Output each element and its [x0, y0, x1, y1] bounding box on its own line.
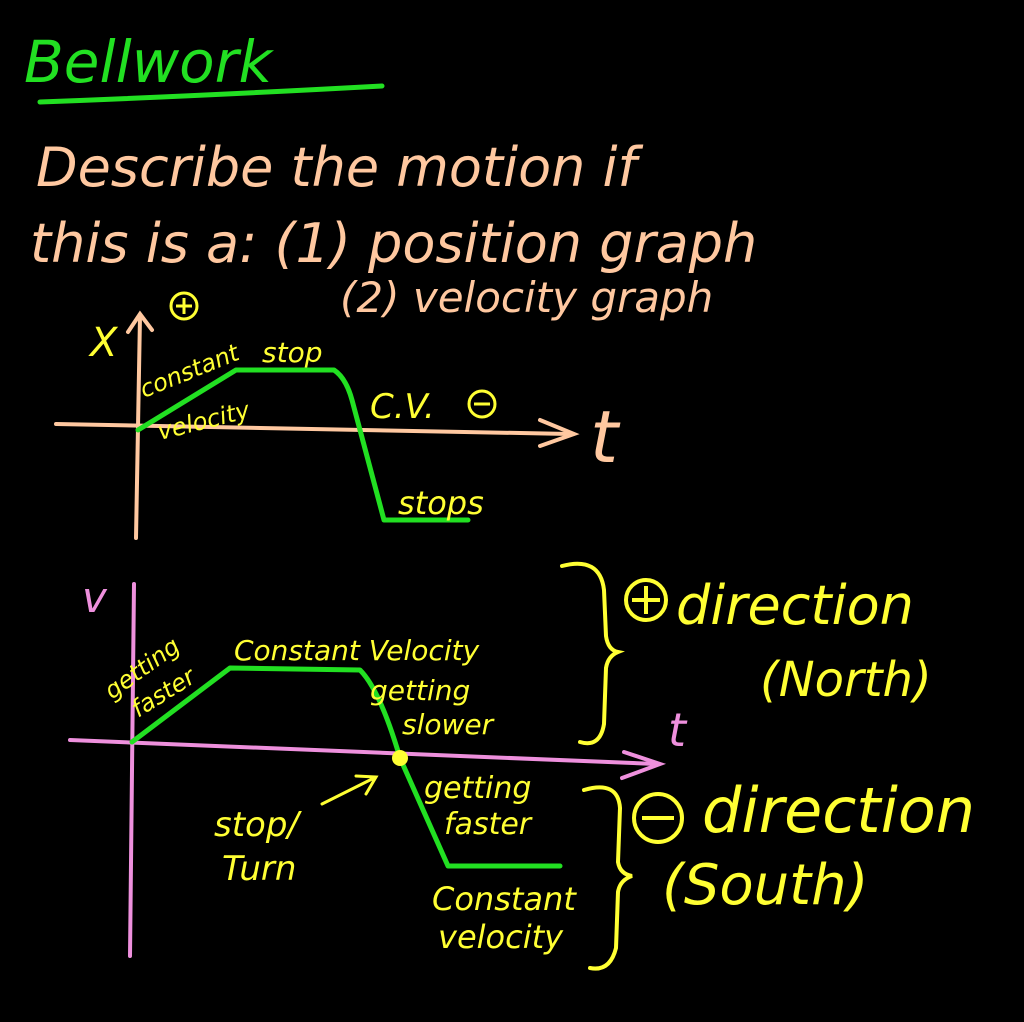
- position-positive-sign: [169, 291, 199, 321]
- position-curve: [135, 367, 471, 523]
- position-label-stops: stops: [398, 484, 484, 522]
- question-line-3: (2) velocity graph: [340, 273, 713, 322]
- velocity-label-slower: slower: [402, 708, 495, 741]
- position-x-axis-label: t: [590, 395, 621, 479]
- position-graph: t X constant velocity stop C.V. stops: [54, 291, 621, 540]
- positive-brace: [560, 561, 625, 746]
- velocity-graph: v t getting faster Constant Velocity get…: [68, 573, 688, 958]
- title-underline: [37, 83, 385, 105]
- velocity-label-getting-3: getting: [424, 771, 531, 806]
- positive-direction-sub: (North): [760, 652, 932, 708]
- positive-direction-label: direction: [676, 574, 914, 637]
- velocity-x-arrowhead: [620, 750, 667, 780]
- negative-direction-note: direction (South): [632, 774, 975, 918]
- position-x-arrowhead: [538, 418, 580, 448]
- velocity-label-velocity: velocity: [438, 918, 564, 956]
- positive-direction-sign: [624, 578, 668, 622]
- question-line-1: Describe the motion if: [36, 136, 644, 199]
- velocity-turn-arrow: [320, 774, 379, 806]
- title: Bellwork: [24, 28, 274, 96]
- question-line-2: this is a: (1) position graph: [30, 212, 757, 275]
- velocity-y-axis-label: v: [82, 573, 108, 622]
- negative-direction-sub: (South): [662, 853, 868, 918]
- velocity-label-getting-2: getting: [370, 674, 470, 707]
- negative-direction-label: direction: [702, 774, 975, 847]
- velocity-y-axis: [128, 582, 136, 958]
- velocity-label-faster-2: faster: [444, 807, 533, 842]
- velocity-label-stop: stop/: [214, 805, 302, 845]
- position-label-cv: C.V.: [370, 387, 435, 427]
- position-label-stop: stop: [262, 336, 322, 369]
- negative-brace: [582, 785, 633, 971]
- velocity-label-constant: Constant: [432, 880, 577, 918]
- velocity-label-constant-velocity: Constant Velocity: [234, 634, 480, 667]
- position-y-arrowhead: [126, 310, 154, 334]
- positive-direction-note: direction (North): [624, 574, 932, 708]
- position-y-axis-label: X: [88, 320, 119, 366]
- negative-direction-sign: [632, 792, 684, 844]
- velocity-label-turn: Turn: [222, 849, 296, 889]
- velocity-x-axis: [68, 738, 658, 766]
- velocity-turn-point: [392, 750, 408, 766]
- velocity-x-axis-label: t: [668, 703, 688, 757]
- position-negative-sign: [467, 389, 497, 419]
